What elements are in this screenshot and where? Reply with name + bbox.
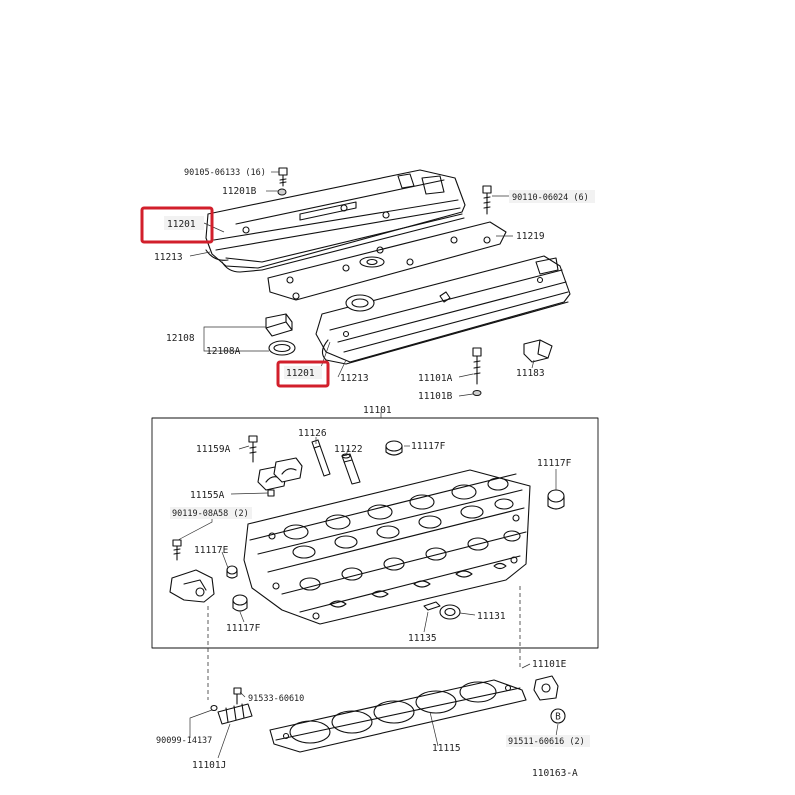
gasket-12108a [268, 340, 296, 356]
label-11201-top: 11201 [167, 219, 196, 230]
callout-b-label: B [555, 712, 561, 723]
label-11201b: 11201B [222, 186, 257, 197]
label-90099: 90099-14137 [156, 736, 212, 746]
cylinder-head-body [243, 469, 531, 625]
label-11159a: 11159A [196, 444, 231, 455]
label-11117e: 11117E [194, 545, 229, 556]
part-labels: 90105-06133 (16) 11201B 11201 11213 9011… [154, 168, 595, 779]
label-12108a: 12108A [206, 346, 241, 357]
seal-11131 [439, 604, 461, 620]
cylinder-head-sub-assembly-frame [151, 417, 599, 649]
plug-11117f-top [385, 440, 403, 456]
highlight-box-11201-mid [276, 360, 330, 388]
label-11117f-b: 11117F [537, 458, 572, 469]
label-90110: 90110-06024 (6) [512, 193, 589, 203]
head-gasket-11115 [269, 679, 527, 753]
label-11135: 11135 [408, 633, 437, 644]
oil-filler-cap-12108 [265, 313, 293, 337]
label-11183: 11183 [516, 368, 545, 379]
clip-11135 [423, 601, 441, 611]
plug-11117f-lower [232, 594, 248, 612]
label-90105: 90105-06133 (16) [184, 168, 266, 178]
valve-guide-11122 [341, 453, 361, 485]
label-11201-mid: 11201 [286, 368, 315, 379]
label-11115: 11115 [432, 743, 461, 754]
valve-guide-11126 [311, 439, 331, 477]
label-11126: 11126 [298, 428, 327, 439]
label-11155a: 11155A [190, 490, 225, 501]
stud-bolt-11101a [472, 347, 482, 385]
label-91511: 91511-60616 (2) [508, 737, 585, 747]
label-11117f-a: 11117F [411, 441, 446, 452]
label-11122: 11122 [334, 444, 363, 455]
label-11213-top: 11213 [154, 252, 183, 263]
label-11101: 11101 [363, 405, 392, 416]
bolt-91533 [233, 687, 242, 705]
camshaft-bearing-caps [257, 457, 303, 491]
sensor-11101e [533, 675, 559, 701]
label-11101b: 11101B [418, 391, 453, 402]
plug-11117e [226, 565, 238, 579]
washer-11101b [472, 390, 482, 396]
label-11101e: 11101E [532, 659, 567, 670]
cylinder-head-cover-upper [205, 169, 466, 273]
label-11101j: 11101J [192, 760, 226, 771]
label-11131: 11131 [477, 611, 506, 622]
label-12108: 12108 [166, 333, 195, 344]
label-91533: 91533-60610 [248, 694, 304, 704]
label-11219: 11219 [516, 231, 545, 242]
bolt-90105 [278, 167, 288, 187]
label-11101a: 11101A [418, 373, 453, 384]
plug-11117f-right [547, 489, 565, 510]
label-11213-mid: 11213 [340, 373, 369, 384]
sensor-housing [169, 569, 215, 603]
diagram-id: 110163-A [532, 768, 578, 779]
grommet-11201b [277, 188, 287, 196]
cylinder-head-cover-lower [315, 255, 571, 365]
label-90119: 90119-08A58 (2) [172, 509, 249, 519]
o-ring-90099 [210, 704, 218, 712]
bolt-11159a [248, 435, 258, 463]
cap-11183 [523, 339, 553, 363]
sensor-11101j [217, 703, 253, 725]
pin-11155a [267, 489, 275, 497]
bolt-90119 [172, 539, 182, 561]
label-11117f-c: 11117F [226, 623, 261, 634]
highlight-box-11201-top [140, 206, 214, 244]
bolt-90110 [482, 185, 492, 215]
callout-b: B [550, 708, 566, 724]
baffle-plate-11219 [267, 221, 507, 301]
